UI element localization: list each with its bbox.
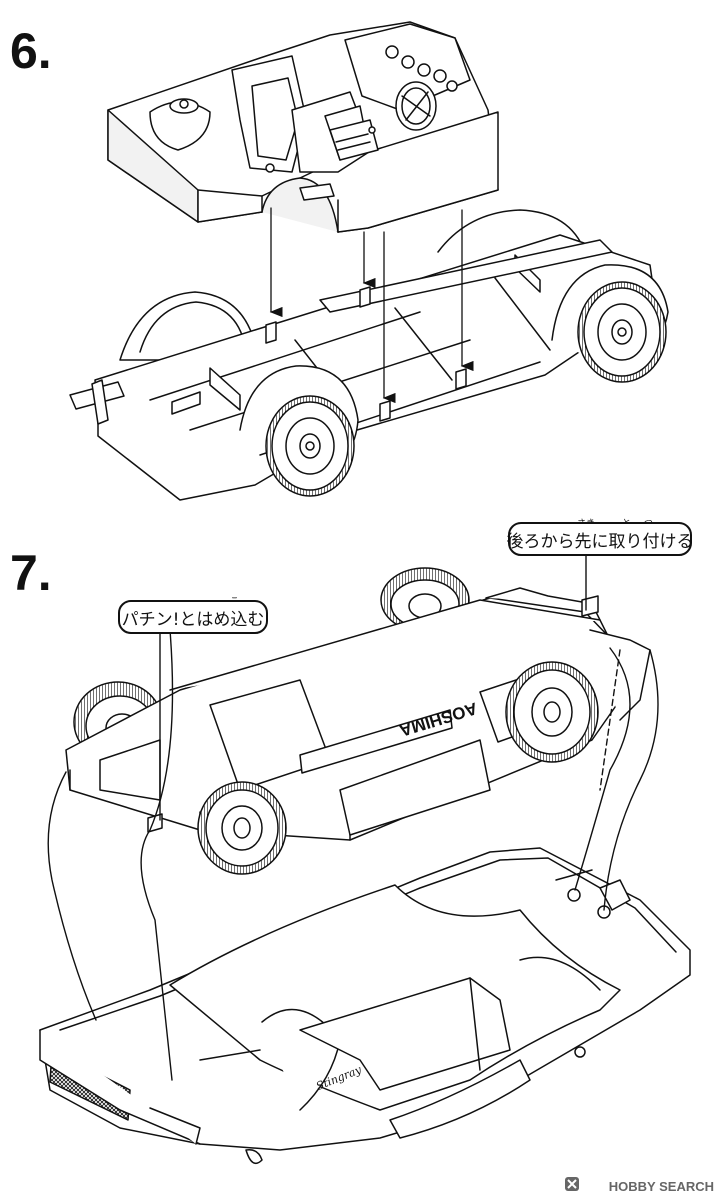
step-6-number: 6. — [10, 23, 52, 79]
step6-arrows — [269, 207, 474, 404]
watermark: HOBBY SEARCH — [609, 1179, 714, 1194]
chassis-step7: AOSHIMA — [65, 567, 651, 875]
step-7-number: 7. — [10, 545, 52, 601]
wheel-step6-rear — [239, 365, 359, 497]
interior-tub — [107, 21, 499, 233]
callout-rear-to-front: 後ろから先に取り付ける — [507, 522, 694, 556]
watermark-text: HOBBY SEARCH — [608, 1179, 714, 1194]
chassis-step6 — [69, 209, 656, 501]
hobbysearch-logo-icon — [565, 1177, 579, 1191]
callout-snap-in: パチン!とはめ込む — [118, 600, 268, 634]
step7-guides — [47, 547, 659, 1081]
body-shell: Stingray — [39, 847, 691, 1165]
wheel-step6-front — [551, 264, 669, 383]
